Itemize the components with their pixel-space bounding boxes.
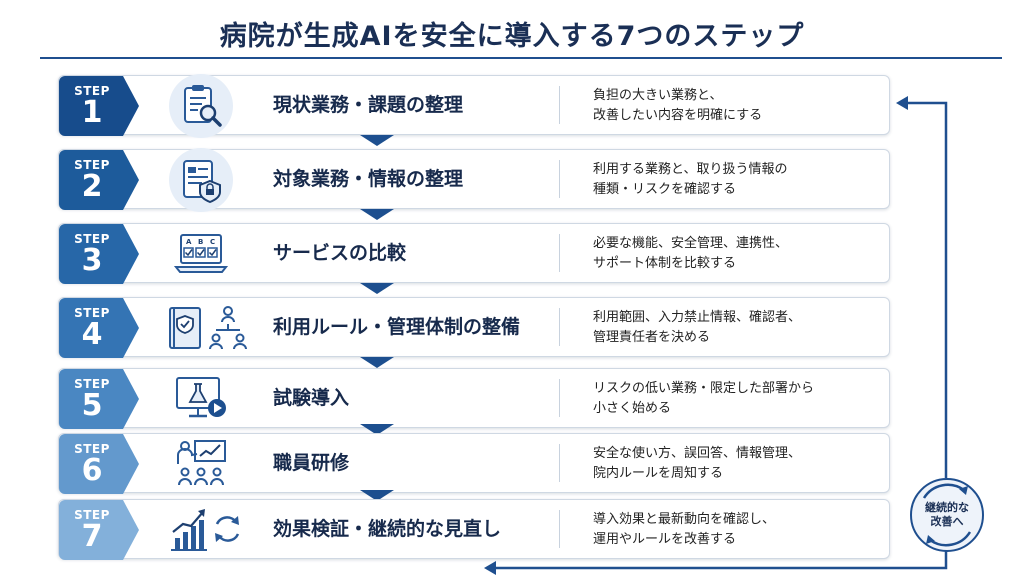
step-card-3: STEP 3 A B C サービスの比較 必要な機能、安全管理、連携性、 サポー…: [58, 222, 890, 286]
svg-text:C: C: [210, 238, 215, 246]
divider: [559, 444, 560, 482]
document-lock-icon: [169, 148, 233, 212]
step-title: 現状業務・課題の整理: [273, 94, 464, 116]
desc-line-2: 種類・リスクを確認する: [593, 182, 737, 197]
desc-line-2: 院内ルールを周知する: [593, 466, 724, 481]
step-description: 必要な機能、安全管理、連携性、 サポート体制を比較する: [593, 234, 883, 274]
down-arrow: [360, 283, 394, 294]
step-card-7: STEP 7 効果検証・継続的な見直し 導入効果と最新動向を確認し、 運用やルー: [58, 498, 890, 562]
title-divider: [40, 57, 1002, 59]
clipboard-search-icon: [169, 74, 233, 138]
step-title: 効果検証・継続的な見直し: [273, 518, 502, 540]
step-badge-3: STEP 3: [59, 224, 139, 284]
step-description: 負担の大きい業務と、 改善したい内容を明確にする: [593, 86, 883, 126]
step-word: STEP: [74, 306, 110, 320]
step-word: STEP: [74, 377, 110, 391]
step-title: 職員研修: [273, 452, 350, 474]
divider: [559, 160, 560, 198]
step-badge-4: STEP 4: [59, 298, 139, 358]
cycle-arrows-icon: [922, 483, 972, 547]
trainer-audience-icon: [169, 432, 233, 496]
desc-line-1: 負担の大きい業務と、: [593, 88, 723, 103]
down-arrow: [360, 490, 394, 501]
step-description: 導入効果と最新動向を確認し、 運用やルールを改善する: [593, 510, 883, 550]
step-number: 6: [81, 453, 103, 488]
step-title: 試験導入: [273, 387, 350, 409]
step-card-1: STEP 1 現状業務・課題の整理 負担の大きい業務と、 改善したい内容を明確に…: [58, 74, 890, 138]
step-title: 対象業務・情報の整理: [273, 168, 464, 190]
divider: [559, 510, 560, 548]
svg-text:A: A: [186, 238, 192, 246]
down-arrow: [360, 209, 394, 220]
desc-line-1: リスクの低い業務・限定した部署から: [593, 381, 815, 396]
step-number: 4: [81, 317, 103, 352]
monitor-flask-play-icon: [169, 367, 233, 431]
step-description: 利用する業務と、取り扱う情報の 種類・リスクを確認する: [593, 160, 883, 200]
step-word: STEP: [74, 508, 110, 522]
step-title: サービスの比較: [273, 242, 407, 264]
laptop-checklist-icon: A B C: [169, 222, 233, 286]
step-description: 利用範囲、入力禁止情報、確認者、 管理責任者を決める: [593, 308, 883, 348]
desc-line-2: 管理責任者を決める: [593, 330, 711, 345]
step-card-2: STEP 2 対象業務・情報の整理 利用する業務と、取り扱う情報の 種類・リスク…: [58, 148, 890, 212]
step-number: 3: [81, 243, 103, 278]
step-title: 利用ルール・管理体制の整備: [273, 316, 521, 338]
divider: [559, 86, 560, 124]
divider: [559, 379, 560, 417]
desc-line-2: 小さく始める: [593, 401, 672, 416]
down-arrow: [360, 135, 394, 146]
step-badge-2: STEP 2: [59, 150, 139, 210]
divider: [559, 308, 560, 346]
desc-line-1: 利用する業務と、取り扱う情報の: [593, 162, 788, 177]
desc-line-2: 運用やルールを改善する: [593, 532, 737, 547]
desc-line-2: 改善したい内容を明確にする: [593, 108, 763, 123]
desc-line-1: 利用範囲、入力禁止情報、確認者、: [593, 310, 802, 325]
step-card-4: STEP 4 利用ルール・管理体制の整備 利用範囲、入力禁止情報、確認者、: [58, 296, 890, 360]
desc-line-1: 必要な機能、安全管理、連携性、: [593, 236, 789, 251]
desc-line-1: 安全な使い方、誤回答、情報管理、: [593, 446, 802, 461]
step-word: STEP: [74, 442, 110, 456]
desc-line-1: 導入効果と最新動向を確認し、: [593, 512, 776, 527]
step-card-5: STEP 5 試験導入 リスクの低い業務・限定した部署から 小さく始める: [58, 367, 890, 431]
step-word: STEP: [74, 158, 110, 172]
cycle-label: 継続的な 改善へ: [925, 501, 969, 528]
down-arrow: [360, 357, 394, 368]
growth-chart-refresh-icon: [167, 498, 247, 562]
down-arrow: [360, 424, 394, 435]
step-number: 7: [81, 519, 103, 554]
step-description: 安全な使い方、誤回答、情報管理、 院内ルールを周知する: [593, 444, 883, 484]
step-number: 5: [81, 388, 103, 423]
divider: [559, 234, 560, 272]
continuous-improvement-badge: 継続的な 改善へ: [910, 478, 984, 552]
step-card-6: STEP 6 職員研修 安全な使い方、誤回答、情報管理、 院内ルールを周知する: [58, 432, 890, 496]
step-number: 1: [81, 95, 103, 130]
step-number: 2: [81, 169, 103, 204]
step-word: STEP: [74, 232, 110, 246]
step-word: STEP: [74, 84, 110, 98]
rulebook-org-icon: [163, 296, 253, 360]
step-badge-5: STEP 5: [59, 369, 139, 429]
step-badge-7: STEP 7: [59, 500, 139, 560]
step-description: リスクの低い業務・限定した部署から 小さく始める: [593, 379, 883, 419]
step-badge-6: STEP 6: [59, 434, 139, 494]
desc-line-2: サポート体制を比較する: [593, 256, 737, 271]
step-badge-1: STEP 1: [59, 76, 139, 136]
svg-text:B: B: [198, 238, 203, 246]
page-title: 病院が生成AIを安全に導入する7つのステップ: [219, 21, 805, 52]
